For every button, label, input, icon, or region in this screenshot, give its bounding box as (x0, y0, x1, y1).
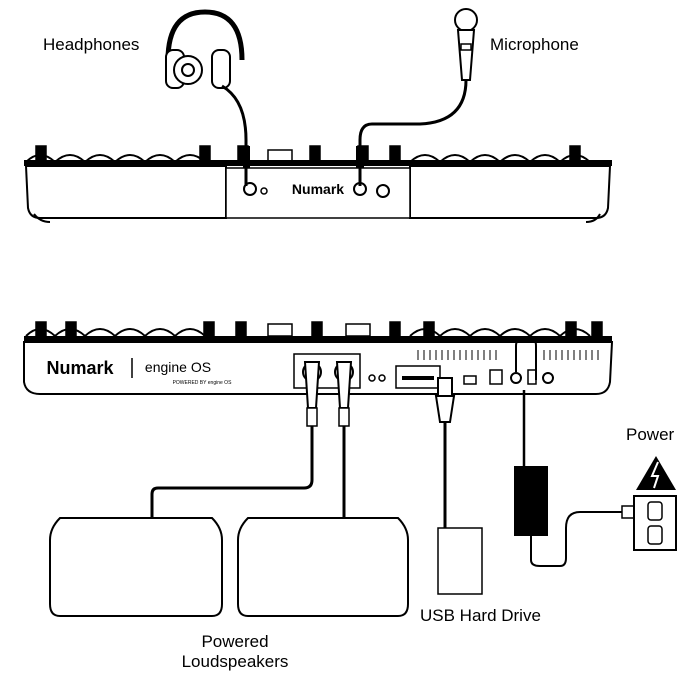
headphone-cable (221, 84, 248, 186)
headphone-plug (243, 146, 250, 168)
microphone-cable (358, 79, 468, 186)
power-connection (514, 337, 635, 567)
front-left-housing (24, 165, 227, 219)
headphones-label: Headphones (43, 35, 140, 54)
usb-computer-port (489, 369, 503, 385)
usb-hard-drive (437, 527, 483, 595)
rear-top-plate (24, 336, 612, 342)
microphone-label: Microphone (490, 35, 579, 54)
front-knob-row (25, 145, 591, 164)
rear-brand-logo: Numark (46, 358, 114, 378)
speaker-right (237, 517, 409, 617)
warning-icon (636, 456, 676, 490)
front-top-plate (24, 160, 612, 166)
power-jack (510, 372, 522, 384)
usb-connection (434, 377, 483, 595)
headphones-icon (165, 9, 245, 89)
speakers-label-line1: Powered (201, 632, 269, 651)
powered-loudspeakers (49, 517, 409, 617)
speaker-left (49, 517, 223, 617)
usb-port-2 (463, 375, 477, 385)
power-label: Power (626, 425, 675, 444)
power-switch (527, 369, 537, 385)
controller-front-view: Numark (24, 145, 612, 223)
speakers-label-line2: Loudspeakers (181, 652, 289, 671)
front-right-housing (409, 165, 612, 219)
rear-vents (417, 350, 599, 360)
usb-hard-drive-label: USB Hard Drive (420, 606, 541, 625)
headphone-mini-jack (260, 187, 268, 195)
booth-jack-1 (368, 374, 376, 382)
mic-gain-knob (376, 184, 390, 198)
rear-os-logo: engine OS (145, 359, 211, 375)
microphone-plug (356, 146, 364, 168)
front-brand-logo: Numark (292, 181, 344, 197)
speaker-cables (150, 361, 353, 518)
wall-outlet-icon (633, 495, 677, 551)
rear-powered-by: POWERED BY engine OS (173, 380, 232, 386)
microphone-icon (454, 8, 478, 81)
power-adapter (514, 466, 548, 536)
rear-knob-row (25, 321, 603, 338)
ground-terminal (542, 372, 554, 384)
booth-jack-2 (378, 374, 386, 382)
